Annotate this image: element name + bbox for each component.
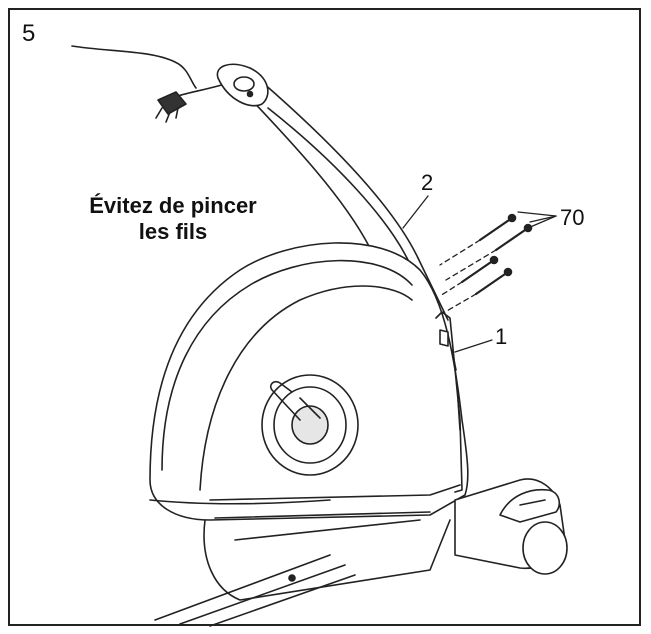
mounting-plate: [435, 311, 463, 493]
wire-harness: [71, 45, 226, 123]
callout-part-2: 2: [421, 170, 434, 195]
lower-housing: [203, 519, 451, 601]
callout-part-1: 1: [495, 324, 508, 349]
wire-pinch-warning: Évitez de pincer les fils: [68, 193, 278, 246]
insertion-guides: [439, 239, 497, 313]
main-shroud: [149, 242, 469, 521]
bolt-set: [460, 213, 533, 296]
step-number: 5: [22, 20, 36, 47]
crank-assembly: [261, 374, 359, 476]
callout-part-70: 70: [560, 205, 585, 230]
top-bracket: [216, 63, 269, 107]
base-rails: [154, 554, 356, 627]
warning-line-1: Évitez de pincer: [89, 193, 257, 218]
leader-lines: [402, 195, 557, 353]
rear-stabilizer: [454, 478, 568, 575]
warning-line-2: les fils: [138, 219, 208, 245]
